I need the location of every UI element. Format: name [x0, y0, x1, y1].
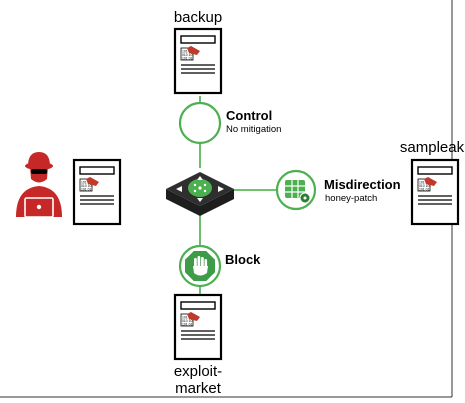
stop-hand-icon [185, 251, 215, 281]
misdirection-subtitle: honey-patch [325, 193, 377, 204]
attacker-document-icon [72, 158, 122, 226]
branch-block: Block [178, 244, 261, 288]
server-backup: backup [173, 9, 223, 95]
server-sampleak: sampleak [400, 139, 465, 226]
hacker-icon [16, 152, 62, 218]
honeypatch-grid-icon [285, 180, 311, 204]
server-exploit-label-line2: market [175, 380, 222, 397]
document-icon [173, 27, 223, 95]
server-sampleak-label: sampleak [400, 139, 465, 156]
branch-control: Control No mitigation [178, 101, 281, 145]
document-icon [173, 293, 223, 361]
control-title: Control [226, 108, 272, 123]
server-exploit-market: exploit- market [173, 293, 223, 397]
document-icon [410, 158, 460, 226]
branch-misdirection: Misdirection honey-patch [275, 169, 401, 211]
server-backup-label: backup [174, 9, 222, 26]
router-switch-icon [166, 172, 234, 216]
block-title: Block [225, 252, 261, 267]
connector-lines [199, 96, 276, 294]
server-exploit-label-line1: exploit- [174, 363, 222, 380]
misdirection-title: Misdirection [324, 177, 401, 192]
control-subtitle: No mitigation [226, 124, 281, 135]
empty-circle-icon [178, 101, 222, 145]
